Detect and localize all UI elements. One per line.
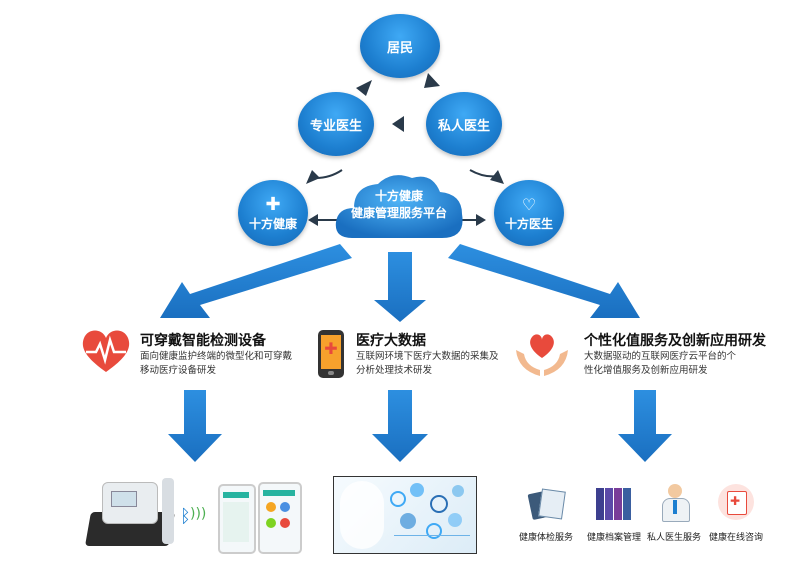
node-resident: 居民 <box>360 14 440 78</box>
section-personalized-desc: 大数据驱动的互联网医疗云平台的个 性化增值服务及创新应用研发 <box>584 350 736 378</box>
cloud-shape-icon <box>335 175 463 238</box>
doctor-avatar-icon <box>660 484 690 522</box>
medical-cross-icon: ✚ <box>265 193 281 215</box>
section-bigdata-desc-line2: 分析处理技术研发 <box>356 365 433 376</box>
node-left-platform-label: 十方健康 <box>248 216 297 231</box>
arrow-cloud-left <box>308 214 318 226</box>
hands-heart-icon: ♡ <box>521 194 537 214</box>
section-wearable-title: 可穿戴智能检测设备 <box>140 333 266 349</box>
big-blue-arrows <box>160 244 672 462</box>
section-wearable-desc-line2: 移动医疗设备研发 <box>140 365 217 376</box>
section-wearable-desc-line1: 面向健康监护终端的微型化和可穿戴 <box>140 351 293 362</box>
hands-heart-care-icon <box>512 330 572 380</box>
small-connector-arrows <box>306 73 504 226</box>
file-folders-icon <box>596 488 632 520</box>
medical-bigdata-image <box>333 476 477 554</box>
service-records-label: 健康档案管理 <box>586 533 641 543</box>
online-consult-icon: ✚ <box>718 484 754 520</box>
heart-pulse-icon <box>80 328 132 374</box>
smartphone-icon: ✚ <box>318 330 344 378</box>
arrow-private-to-specialist <box>392 116 404 132</box>
clipboard-checkup-icon <box>527 488 566 521</box>
service-checkup-label: 健康体检服务 <box>518 533 573 543</box>
section-bigdata-desc-line1: 互联网环境下医疗大数据的采集及 <box>356 351 499 362</box>
bluetooth-icon: ᛒ <box>180 506 191 527</box>
service-online-consult-label: 健康在线咨询 <box>708 533 763 543</box>
cloud-line2: 健康管理服务平台 <box>350 206 447 220</box>
service-private-doctor-label: 私人医生服务 <box>646 533 701 543</box>
node-private-doctor-label: 私人医生 <box>437 118 490 134</box>
blood-pressure-monitor-icon <box>102 482 158 524</box>
arrow-specialist-to-left <box>306 170 320 184</box>
arrow-cloud-right <box>476 214 486 226</box>
node-right-platform-label: 十方医生 <box>504 216 553 231</box>
node-resident-label: 居民 <box>386 40 413 56</box>
node-right-platform: ♡ 十方医生 <box>494 180 564 246</box>
section-personalized-title: 个性化值服务及创新应用研发 <box>584 333 766 349</box>
section-personalized-desc-line2: 性化增值服务及创新应用研发 <box>584 365 708 376</box>
arrow-resident-to-private <box>424 73 440 88</box>
cloud-line1: 十方健康 <box>374 189 423 203</box>
section-bigdata-desc: 互联网环境下医疗大数据的采集及 分析处理技术研发 <box>356 350 499 378</box>
arrow-specialist-to-resident <box>356 80 372 96</box>
section-bigdata-title: 医疗大数据 <box>356 333 426 349</box>
cloud-platform: 十方健康 健康管理服务平台 <box>332 168 466 248</box>
node-private-doctor: 私人医生 <box>426 92 502 156</box>
sensor-stick-icon <box>162 478 174 544</box>
node-left-platform: ✚ 十方健康 <box>238 180 308 246</box>
doctor-figure-icon <box>340 481 384 549</box>
phone-app-screen-1 <box>218 484 256 554</box>
section-personalized-desc-line1: 大数据驱动的互联网医疗云平台的个 <box>584 351 737 362</box>
wireless-signal-icon: ))) <box>190 506 207 522</box>
node-specialist-doctor: 专业医生 <box>298 92 374 156</box>
node-specialist-doctor-label: 专业医生 <box>309 118 362 134</box>
wearable-devices-image: ᛒ ))) <box>85 478 306 556</box>
phone-app-screen-2 <box>258 482 302 554</box>
section-wearable-desc: 面向健康监护终端的微型化和可穿戴 移动医疗设备研发 <box>140 350 292 378</box>
